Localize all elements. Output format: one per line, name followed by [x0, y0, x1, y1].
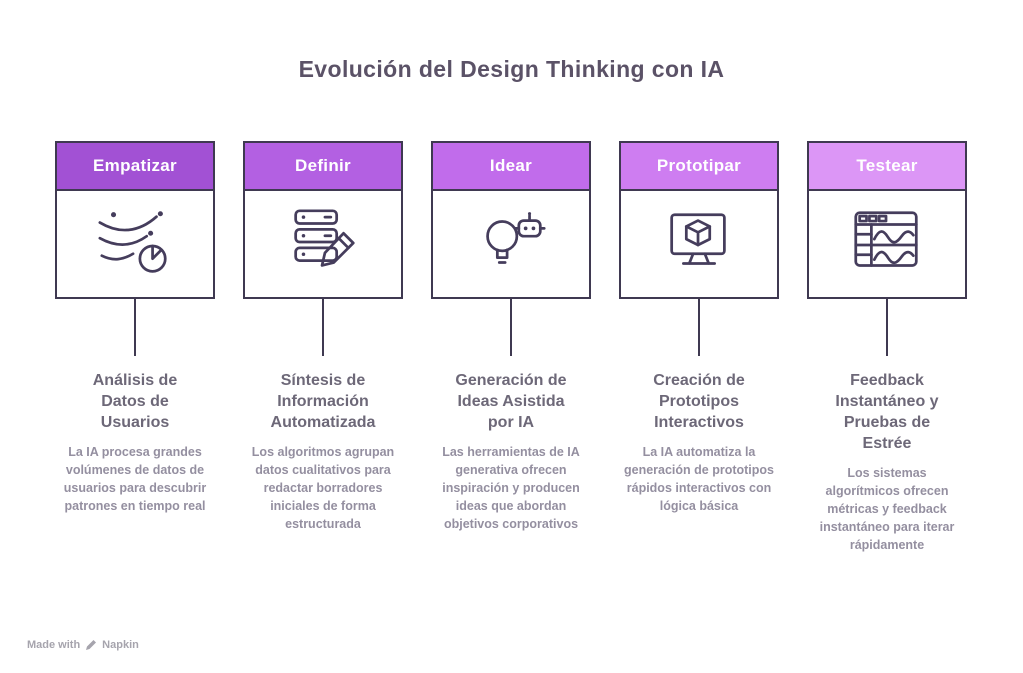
connector-line	[322, 299, 324, 356]
data-synthesis-icon	[294, 209, 355, 267]
idea-generation-icon	[486, 212, 546, 264]
stage-header: Prototipar	[619, 141, 779, 191]
connector-line	[510, 299, 512, 356]
pen-icon	[86, 640, 97, 650]
page-title: Evolución del Design Thinking con IA	[298, 56, 725, 82]
stage-column-definir: Definir Síntesis de Información Automati…	[243, 141, 403, 554]
stage-header: Empatizar	[55, 141, 215, 191]
stage-header: Testear	[807, 141, 967, 191]
stage-icon-box	[807, 189, 967, 299]
stage-description: Las herramientas de IA generativa ofrece…	[442, 445, 580, 532]
napkin-watermark: Made with Napkin	[27, 639, 139, 651]
stage-column-empatizar: Empatizar Análisis de Datos de Usuarios …	[55, 141, 215, 554]
connector-line	[134, 299, 136, 356]
stage-header: Definir	[243, 141, 403, 191]
brand-label: Napkin	[102, 639, 139, 651]
user-data-analysis-icon	[98, 211, 167, 273]
stage-description: Los sistemas algorítmicos ofrecen métric…	[819, 466, 955, 553]
stage-header: Idear	[431, 141, 591, 191]
stage-heading: Análisis de Datos de Usuarios	[92, 372, 178, 432]
stage-description: Los algoritmos agrupan datos cualitativo…	[251, 445, 395, 532]
stages-row: Empatizar Análisis de Datos de Usuarios …	[55, 141, 967, 554]
stage-description: La IA procesa grandes volúmenes de datos…	[63, 445, 207, 514]
stage-column-testear: Testear Feedback Instantáneo y Pruebas d…	[807, 141, 967, 554]
made-with-label: Made with	[27, 639, 81, 651]
stage-icon-box	[619, 189, 779, 299]
feedback-dashboard-icon	[854, 211, 918, 267]
stage-icon-box	[55, 189, 215, 299]
stage-heading: Generación de Ideas Asistida por IA	[455, 372, 567, 432]
interactive-prototype-icon	[670, 213, 726, 265]
stage-icon-box	[243, 189, 403, 299]
stage-column-idear: Idear Generación de Ideas Asistida por I…	[431, 141, 591, 554]
stage-column-prototipar: Prototipar Creación de Prototipos Intera…	[619, 141, 779, 554]
stage-icon-box	[431, 189, 591, 299]
stage-description: La IA automatiza la generación de protot…	[623, 445, 774, 514]
connector-line	[886, 299, 888, 356]
stage-heading: Creación de Prototipos Interactivos	[653, 372, 745, 432]
connector-line	[698, 299, 700, 356]
stage-heading: Síntesis de Información Automatizada	[270, 372, 376, 432]
stage-heading: Feedback Instantáneo y Pruebas de Estrée	[835, 372, 939, 453]
